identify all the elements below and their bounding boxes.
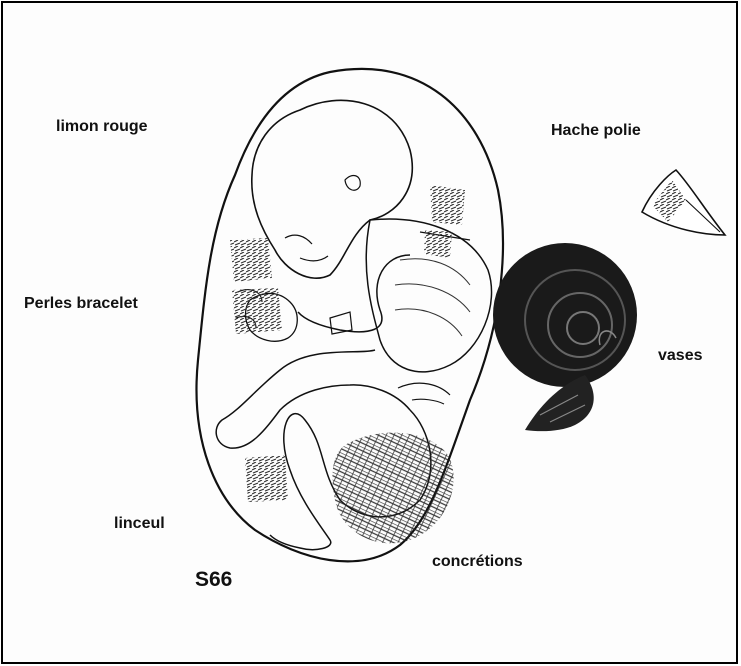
label-vases: vases	[658, 347, 703, 365]
label-hache-polie: Hache polie	[551, 122, 641, 140]
label-linceul: linceul	[114, 515, 165, 533]
concretions-area	[332, 433, 453, 544]
skull	[252, 100, 412, 278]
label-limon-rouge: limon rouge	[56, 118, 148, 136]
label-perles-bracelet: Perles bracelet	[24, 295, 138, 313]
label-concretions: concrétions	[432, 553, 523, 571]
arm	[298, 255, 410, 332]
sepulture-id: S66	[195, 568, 232, 592]
vase	[493, 243, 637, 387]
polished-axe	[642, 170, 725, 235]
